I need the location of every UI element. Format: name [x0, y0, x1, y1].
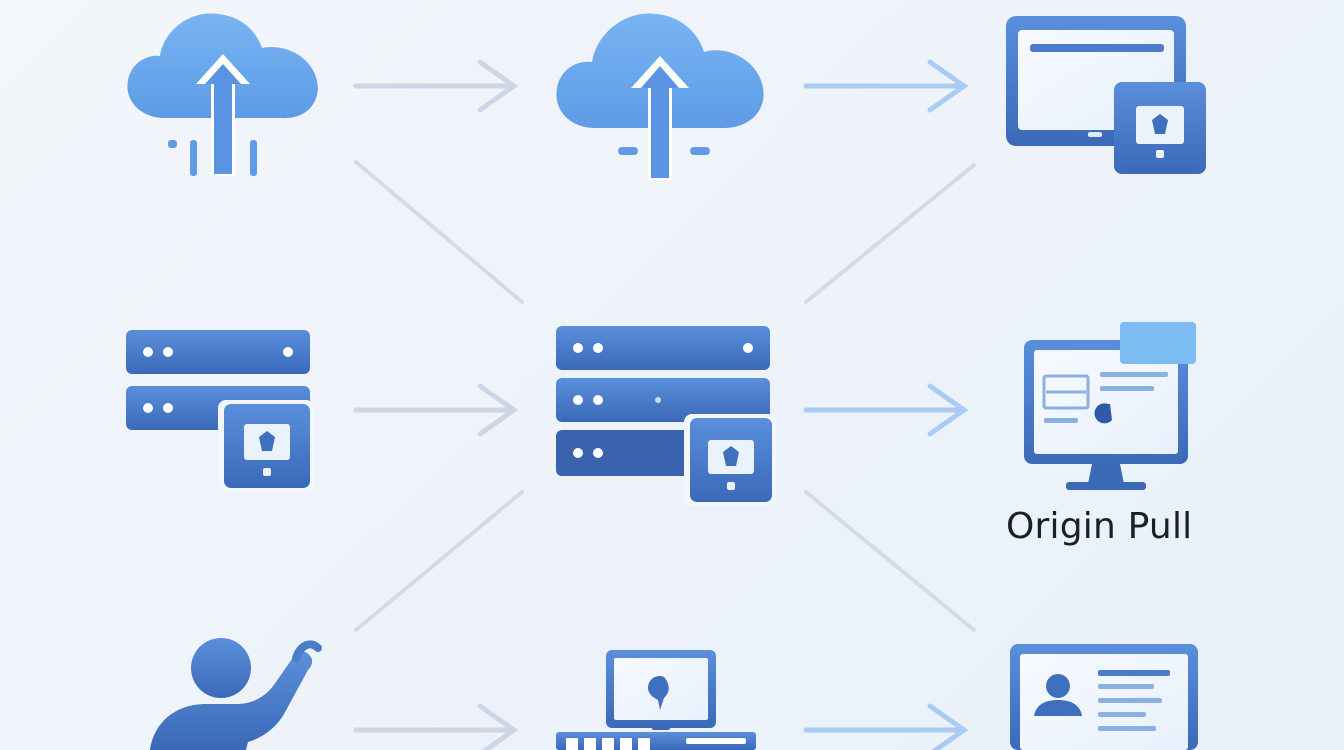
origin-pull-label: Origin Pull — [1006, 506, 1193, 547]
arrow-server-to-desktop — [803, 383, 969, 437]
server-stack-icon — [556, 326, 776, 506]
cloud-upload-icon — [127, 13, 318, 176]
desktop-icon — [1024, 322, 1196, 490]
server-icon — [126, 330, 314, 492]
arrow-user-to-laptop — [353, 703, 519, 750]
arrow-laptop-to-profile — [803, 703, 969, 750]
laptop-icon — [556, 650, 756, 750]
connectors — [353, 59, 976, 750]
cloud-upload-icon — [556, 13, 764, 180]
arrow-cloud-to-tablet — [803, 59, 969, 113]
person-waving-icon — [150, 638, 322, 750]
arrow-storage-to-server — [353, 383, 519, 437]
tablet-icon — [1006, 16, 1206, 174]
diagonal-lines — [354, 160, 976, 632]
profile-monitor-icon — [1010, 644, 1198, 750]
arrow-cloud-to-cloud — [353, 59, 519, 113]
